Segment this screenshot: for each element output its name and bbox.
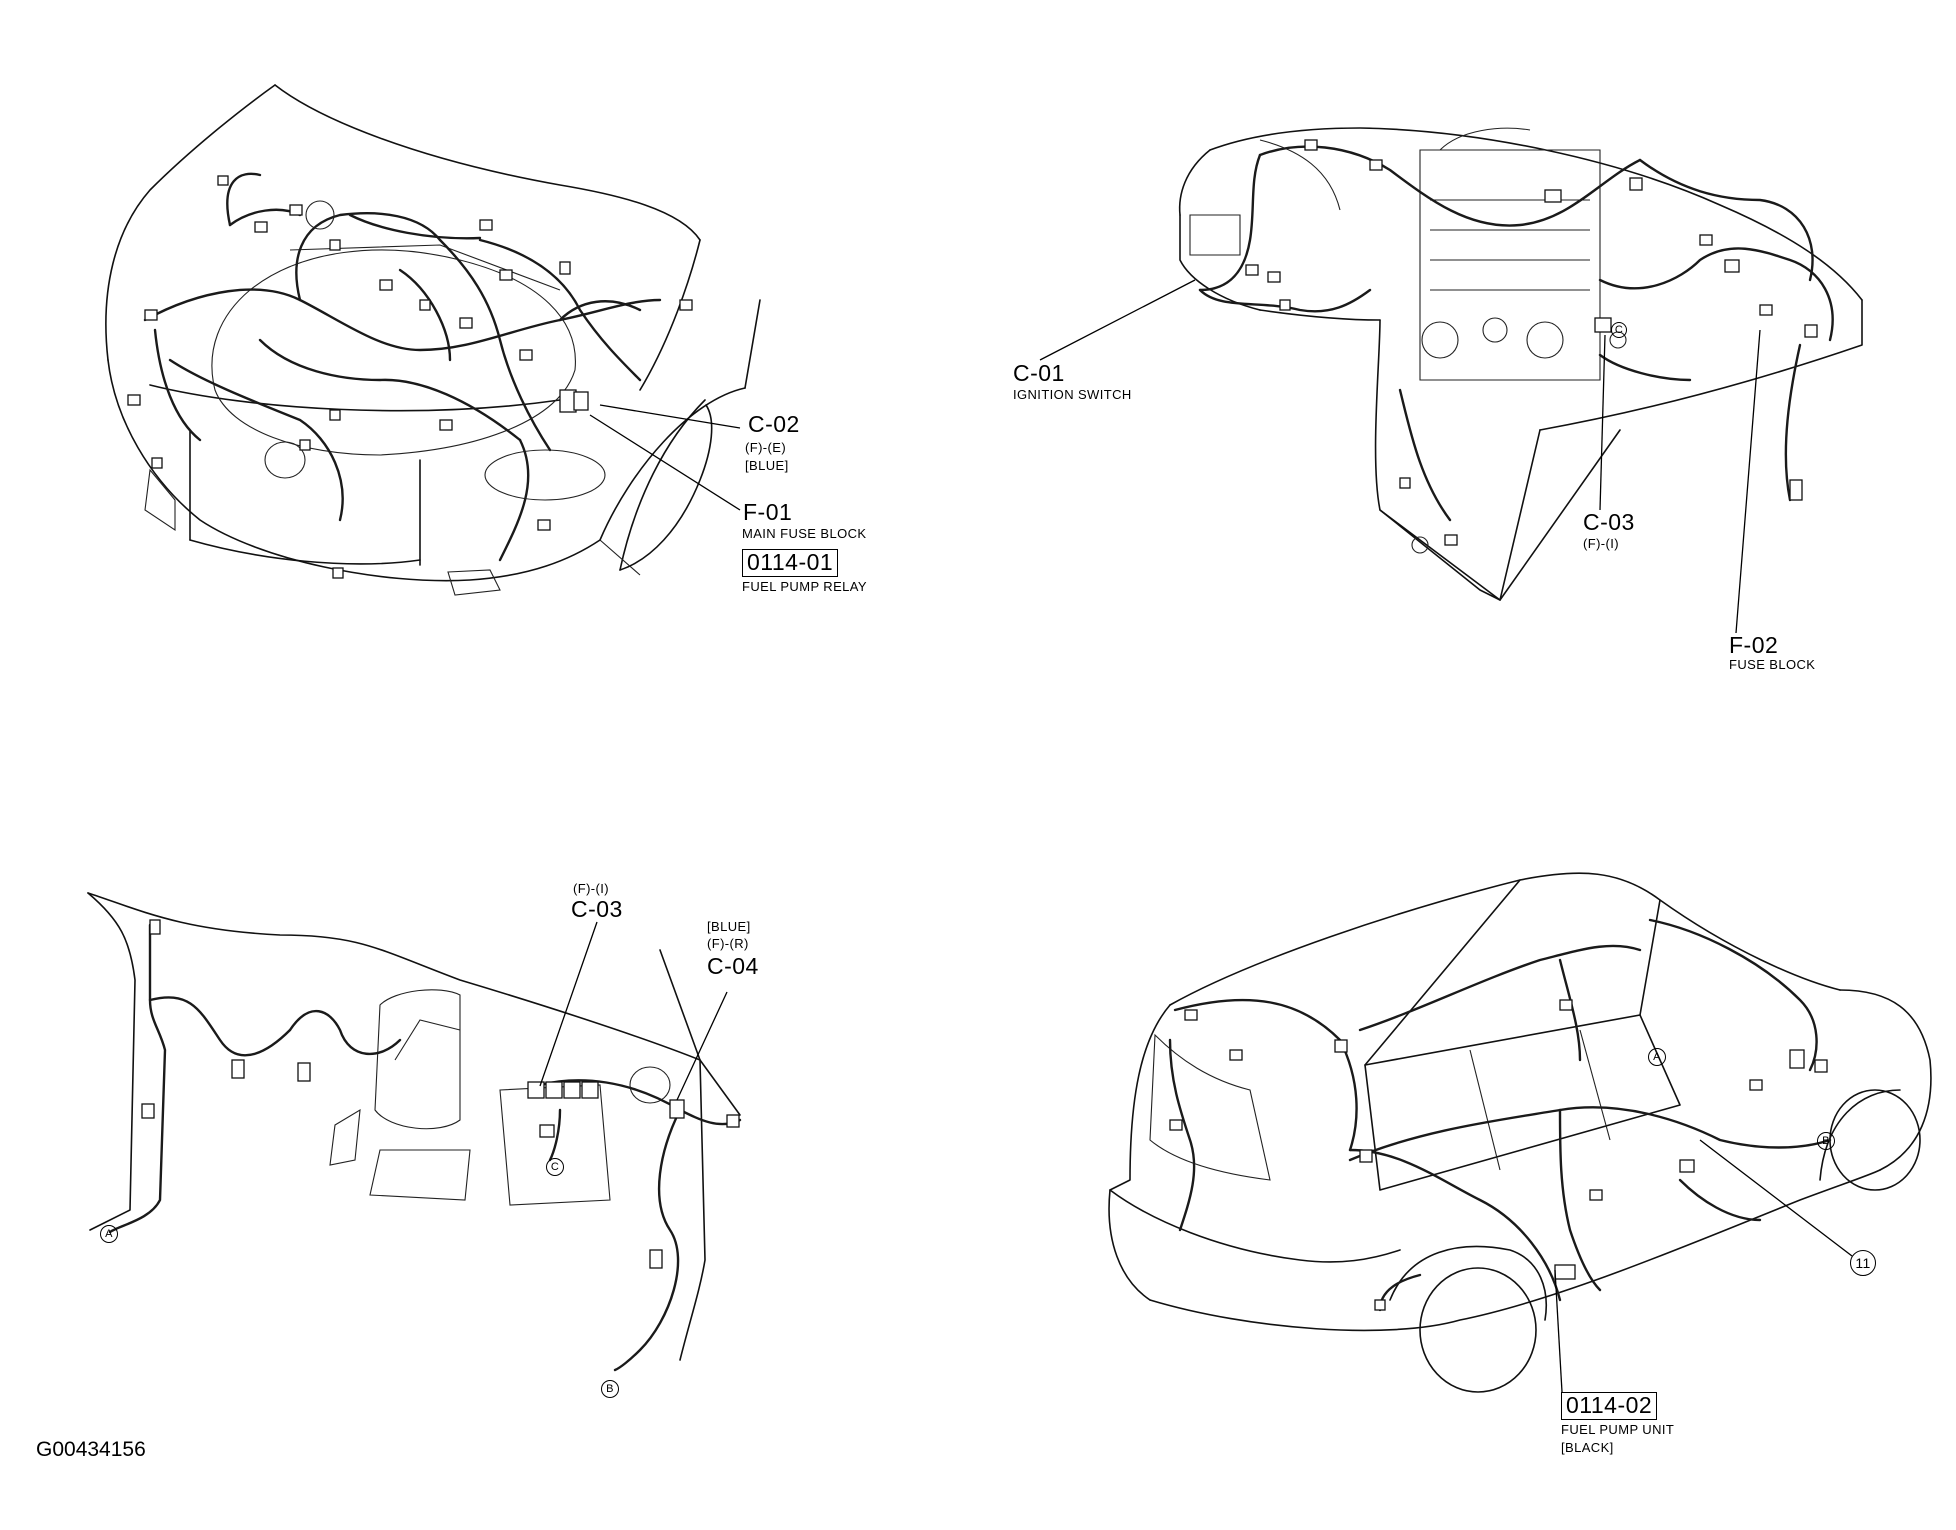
c02-code: C-02 bbox=[748, 411, 800, 437]
fuel-pump-unit-name: FUEL PUMP UNIT bbox=[1561, 1422, 1675, 1437]
f01-name: MAIN FUSE BLOCK bbox=[742, 526, 867, 541]
c01-name: IGNITION SWITCH bbox=[1013, 387, 1132, 402]
c04-terminal: (F)-(R) bbox=[707, 936, 749, 951]
c04-code: C-04 bbox=[707, 953, 759, 979]
rear-marker-b-icon: B bbox=[1817, 1132, 1835, 1150]
dashboard-marker-c-icon: C bbox=[1611, 322, 1627, 338]
fuel-pump-relay-name: FUEL PUMP RELAY bbox=[742, 579, 867, 594]
fuel-pump-unit-color: [BLACK] bbox=[1561, 1440, 1614, 1455]
f02-code: F-02 bbox=[1729, 632, 1779, 658]
c04-color: [BLUE] bbox=[707, 919, 751, 934]
fuel-pump-unit-code: 0114-02 bbox=[1561, 1392, 1658, 1420]
cowl-c03-code: C-03 bbox=[571, 896, 623, 922]
cowl-c03-terminal: (F)-(I) bbox=[573, 881, 609, 896]
cowl-illustration bbox=[87, 892, 742, 1372]
cowl-marker-c-icon: C bbox=[546, 1158, 564, 1176]
rear-body-illustration bbox=[1108, 872, 1932, 1393]
callout-11-icon: 11 bbox=[1850, 1250, 1876, 1276]
rear-marker-a-icon: A bbox=[1648, 1048, 1666, 1066]
dash-c03-terminal: (F)-(I) bbox=[1583, 536, 1619, 551]
c02-terminal: (F)-(E) bbox=[745, 440, 787, 455]
fuel-pump-relay-code: 0114-01 bbox=[742, 549, 839, 577]
c02-color: [BLUE] bbox=[745, 458, 789, 473]
cowl-marker-a-icon: A bbox=[100, 1225, 118, 1243]
figure-id: G00434156 bbox=[36, 1438, 146, 1461]
f02-name: FUSE BLOCK bbox=[1729, 657, 1816, 672]
dashboard-illustration bbox=[1039, 127, 1863, 634]
f01-code: F-01 bbox=[743, 499, 793, 525]
cowl-marker-b-icon: B bbox=[601, 1380, 619, 1398]
dash-c03-code: C-03 bbox=[1583, 509, 1635, 535]
engine-bay-illustration bbox=[105, 84, 761, 596]
c01-code: C-01 bbox=[1013, 360, 1065, 386]
